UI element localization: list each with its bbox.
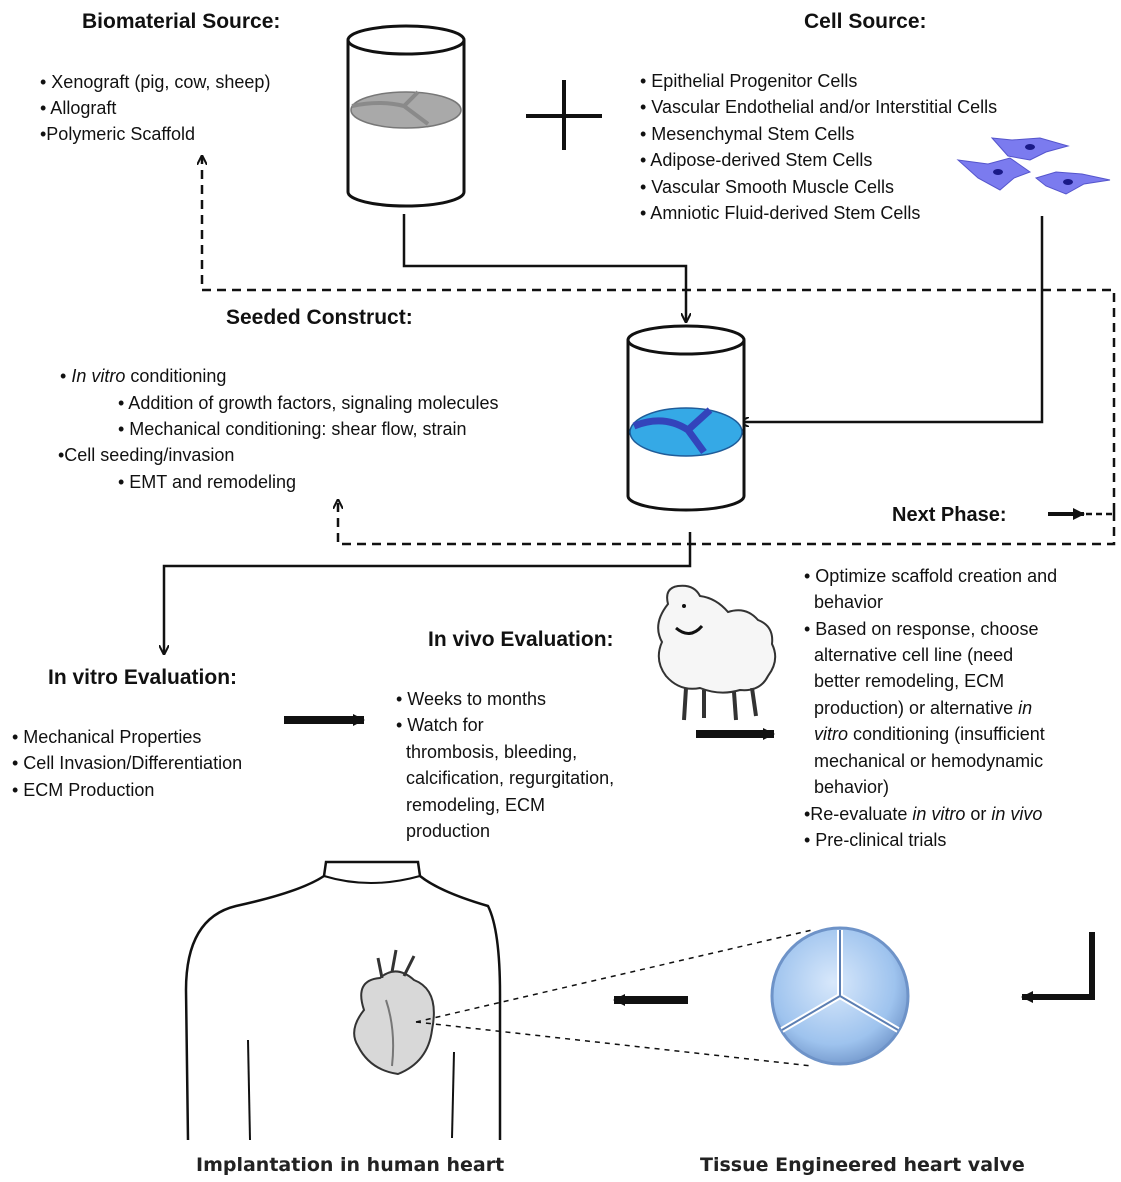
cell-source-item: • Epithelial Progenitor Cells: [640, 71, 858, 91]
optimize-line: •Re-evaluate in vitro or in vivo: [804, 804, 1043, 824]
optimize-line: • Pre-clinical trials: [804, 830, 947, 850]
cell-source-item: • Vascular Smooth Muscle Cells: [640, 177, 895, 197]
optimize-line: mechanical or hemodynamic: [804, 751, 1044, 771]
invivo-evaluation-title: In vivo Evaluation:: [428, 628, 614, 651]
cells-to-construct-arrow: [740, 216, 1044, 422]
invitro-evaluation-title: In vitro Evaluation:: [48, 666, 238, 689]
biomaterial-item-allograft: • Allograft: [40, 98, 117, 118]
valve-icon: [770, 926, 910, 1066]
optimize-line: behavior: [804, 592, 884, 612]
heart-icon: [353, 949, 435, 1076]
optimize-line: vitro conditioning (insufficient: [804, 724, 1045, 744]
invivo-item: thrombosis, bleeding,: [396, 742, 578, 762]
optimize-line: production) or alternative in: [804, 698, 1033, 718]
seeded-item-cell-seeding: •Cell seeding/invasion: [58, 445, 235, 465]
torso-icon: [184, 860, 502, 1141]
optimize-line: • Based on response, choose: [804, 619, 1039, 639]
seeded-construct-title: Seeded Construct:: [226, 306, 413, 329]
optimize-line: behavior): [804, 777, 890, 797]
cells-icon: [956, 137, 1111, 195]
seeded-item-growth-factors: • Addition of growth factors, signaling …: [118, 393, 499, 413]
construct-to-invitro-arrow: [164, 532, 692, 654]
zoom-line-bottom: [415, 1021, 813, 1067]
biomaterial-to-construct-arrow: [402, 214, 686, 322]
invivo-item: production: [396, 821, 491, 841]
valve-caption: Tissue Engineered heart valve: [700, 1154, 1025, 1176]
plus-icon: [526, 80, 602, 150]
seeded-item-invitro-conditioning: • In vitro conditioning: [60, 366, 227, 386]
return-arrow: [1021, 932, 1095, 1003]
cell-source-item: • Amniotic Fluid-derived Stem Cells: [640, 203, 921, 223]
implantation-caption: Implantation in human heart: [196, 1154, 505, 1176]
seeded-item-emt: • EMT and remodeling: [118, 472, 297, 492]
optimize-line: alternative cell line (need: [804, 645, 1014, 665]
beaker-seeded-icon: [626, 324, 746, 512]
cell-source-item: • Adipose-derived Stem Cells: [640, 150, 873, 170]
zoom-line-top: [415, 929, 813, 1023]
invivo-item: remodeling, ECM: [396, 795, 546, 815]
invivo-item: • Watch for: [396, 715, 484, 735]
cell-source-item: • Mesenchymal Stem Cells: [640, 124, 855, 144]
cell-source-title: Cell Source:: [804, 10, 927, 33]
invitro-item: • Mechanical Properties: [12, 727, 202, 747]
biomaterial-source-title: Biomaterial Source:: [82, 10, 281, 33]
sheep-icon: [657, 584, 777, 721]
biomaterial-item-xenograft: • Xenograft (pig, cow, sheep): [40, 72, 271, 92]
invivo-item: • Weeks to months: [396, 689, 547, 709]
optimize-line: • Optimize scaffold creation and: [804, 566, 1058, 586]
biomaterial-item-polymeric-scaffold: •Polymeric Scaffold: [40, 124, 196, 144]
next-phase-feedback-loop: [202, 156, 1116, 546]
invitro-item: • ECM Production: [12, 780, 155, 800]
next-phase-label: Next Phase:: [892, 504, 1007, 526]
beaker-scaffold-icon: [346, 24, 466, 208]
invivo-item: calcification, regurgitation,: [396, 768, 615, 788]
optimize-line: better remodeling, ECM: [804, 671, 1005, 691]
invitro-item: • Cell Invasion/Differentiation: [12, 753, 243, 773]
seeded-item-mechanical-conditioning: • Mechanical conditioning: shear flow, s…: [118, 419, 467, 439]
cell-source-item: • Vascular Endothelial and/or Interstiti…: [640, 97, 998, 117]
